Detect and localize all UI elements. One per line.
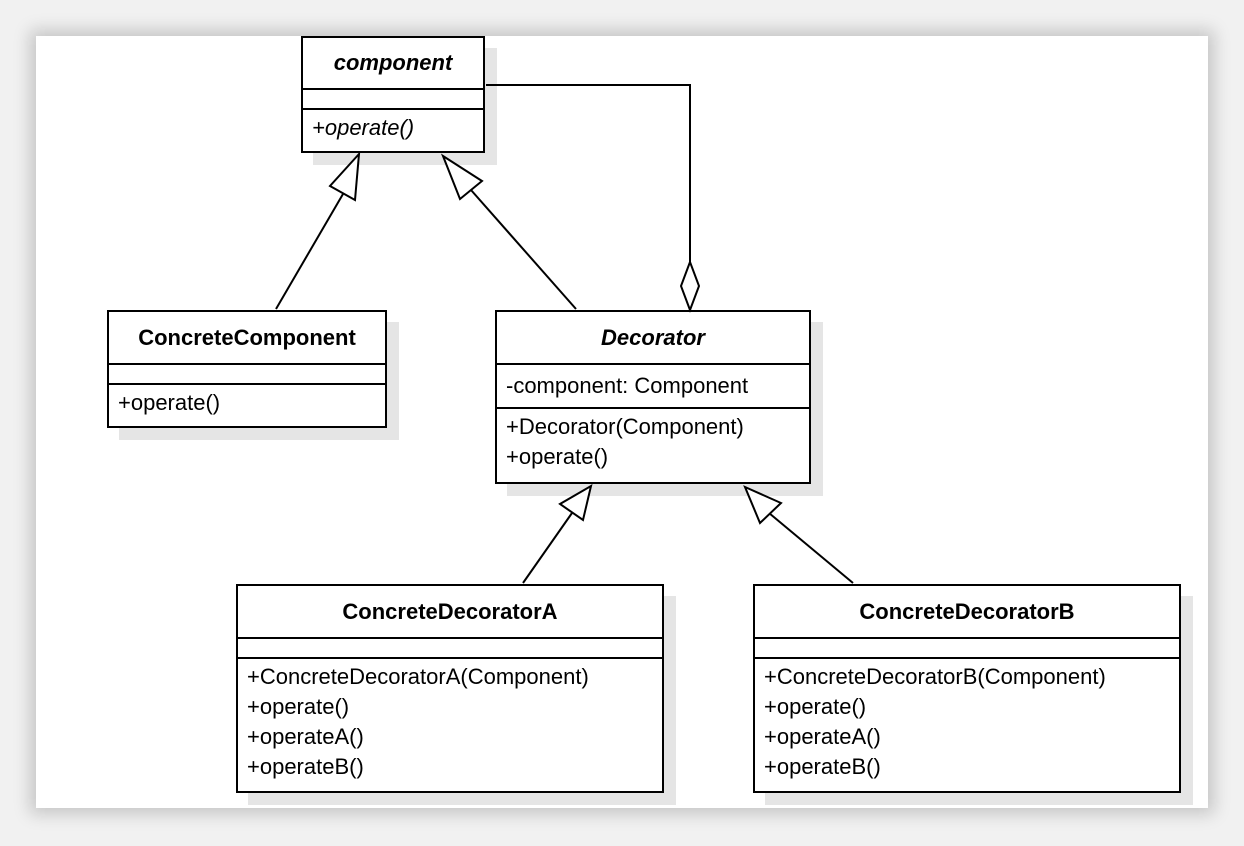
class-attributes bbox=[755, 639, 1179, 659]
operation: +operate() bbox=[312, 115, 415, 140]
operation: +operateA() bbox=[764, 724, 881, 749]
class-decorator[interactable]: Decorator -component: Component +Decorat… bbox=[495, 310, 811, 484]
class-name: component bbox=[303, 38, 483, 90]
class-attributes bbox=[109, 365, 385, 385]
operation: +Decorator(Component) bbox=[506, 414, 744, 439]
operation: +operateB() bbox=[247, 754, 364, 779]
operation: +ConcreteDecoratorB(Component) bbox=[764, 664, 1106, 689]
class-attributes bbox=[238, 639, 662, 659]
operation: +operate() bbox=[506, 444, 609, 469]
operation: +operate() bbox=[118, 390, 221, 415]
operation: +operateA() bbox=[247, 724, 364, 749]
class-operations: +ConcreteDecoratorB(Component) +operate(… bbox=[755, 659, 1179, 782]
class-operations: +operate() bbox=[109, 385, 385, 418]
class-operations: +ConcreteDecoratorA(Component) +operate(… bbox=[238, 659, 662, 782]
class-operations: +operate() bbox=[303, 110, 483, 143]
class-concrete-component[interactable]: ConcreteComponent +operate() bbox=[107, 310, 387, 428]
class-attributes bbox=[303, 90, 483, 110]
class-name: Decorator bbox=[497, 312, 809, 365]
operation: +operateB() bbox=[764, 754, 881, 779]
operation: +ConcreteDecoratorA(Component) bbox=[247, 664, 589, 689]
class-name: ConcreteDecoratorA bbox=[238, 586, 662, 639]
operation: +operate() bbox=[247, 694, 350, 719]
class-attributes: -component: Component bbox=[497, 365, 809, 409]
operation: +operate() bbox=[764, 694, 867, 719]
class-component[interactable]: component +operate() bbox=[301, 36, 485, 153]
attribute: -component: Component bbox=[506, 373, 749, 398]
class-name: ConcreteDecoratorB bbox=[755, 586, 1179, 639]
class-operations: +Decorator(Component) +operate() bbox=[497, 409, 809, 472]
class-concrete-decorator-a[interactable]: ConcreteDecoratorA +ConcreteDecoratorA(C… bbox=[236, 584, 664, 793]
class-name: ConcreteComponent bbox=[109, 312, 385, 365]
class-concrete-decorator-b[interactable]: ConcreteDecoratorB +ConcreteDecoratorB(C… bbox=[753, 584, 1181, 793]
